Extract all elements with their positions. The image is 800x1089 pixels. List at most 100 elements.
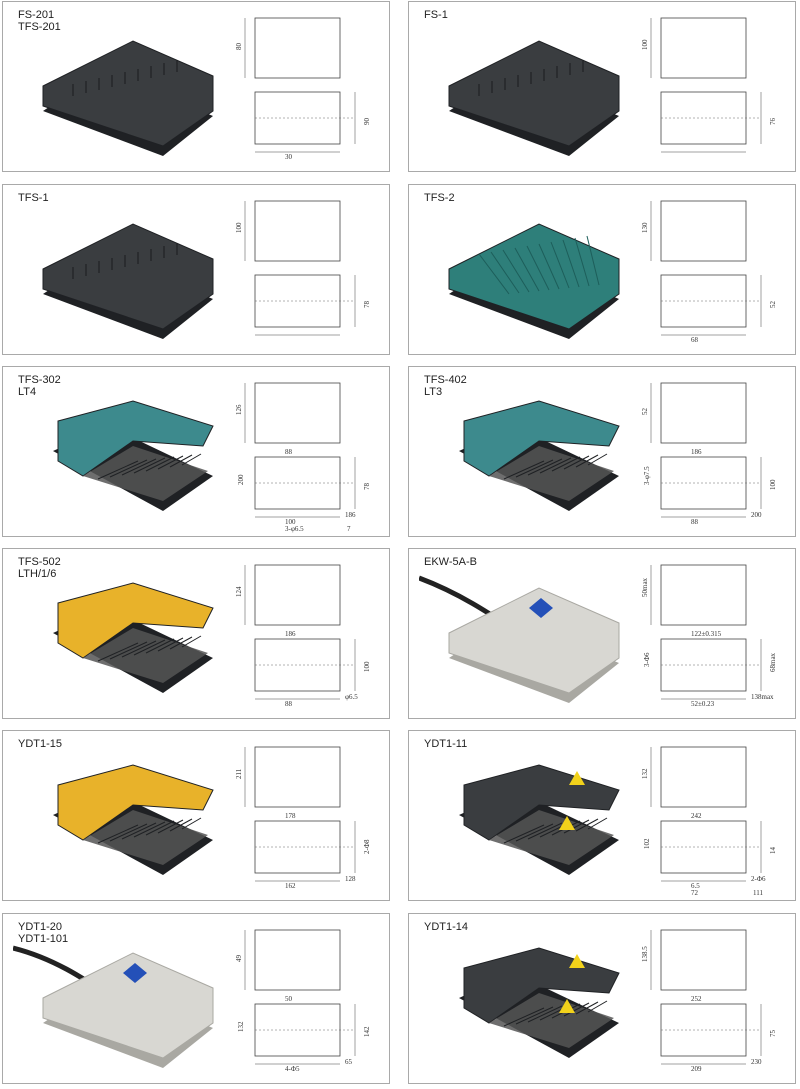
product-model-label: YDT1-11 <box>424 738 468 750</box>
dimension-label: 230 <box>751 1058 762 1066</box>
dimension-drawing: 52 100 88 186 200 3-φ7.5 <box>641 375 791 530</box>
dimension-label: 132 <box>641 768 649 780</box>
dimension-label: 52 <box>769 301 777 308</box>
dimension-label: 3-φ6.5 <box>285 525 304 533</box>
dimension-label: 132 <box>237 1021 245 1033</box>
dimension-label: 68 <box>691 336 698 344</box>
product-model-label: TFS-1 <box>18 192 49 204</box>
product-card: YDT1-14 138.5 75 209 252 230 <box>408 913 796 1084</box>
product-model-label: TFS-502 LTH/1/6 <box>18 556 61 580</box>
dimension-label: 102 <box>643 838 651 850</box>
dimension-label: 3-Φ6 <box>643 652 651 667</box>
dimension-label: 242 <box>691 812 702 820</box>
dimension-label: 2-Φ6 <box>751 875 766 883</box>
dimension-label: 78 <box>363 301 371 308</box>
dimension-label: 100 <box>285 518 296 526</box>
technical-drawing-icon <box>650 200 762 336</box>
dimension-label: 200 <box>751 511 762 519</box>
dimension-label: 88 <box>285 448 292 456</box>
dimension-label: 142 <box>363 1026 371 1038</box>
ribbed-pedal-icon <box>42 223 214 339</box>
dimension-label: 68max <box>769 652 777 672</box>
technical-drawing-icon <box>244 564 356 700</box>
dimension-drawing: 80 90 30 <box>235 10 385 165</box>
technical-drawing-icon <box>244 17 356 153</box>
dimension-label: 80 <box>235 43 243 50</box>
product-card: TFS-1 100 78 <box>2 184 390 355</box>
dimension-label: 209 <box>691 1065 702 1073</box>
dimension-drawing: 138.5 75 209 252 230 <box>641 922 791 1077</box>
product-model-label: TFS-2 <box>424 192 455 204</box>
dimension-label: 30 <box>285 153 292 161</box>
double-heavy-duty-pedal-icon <box>459 947 620 1058</box>
dimension-label: 4-Φ5 <box>285 1065 300 1073</box>
dimension-label: 124 <box>235 586 243 598</box>
dimension-label: 88 <box>285 700 292 708</box>
dimension-label: 100 <box>235 222 243 234</box>
single-pedal-icon <box>42 40 214 156</box>
product-model-label: YDT1-15 <box>18 738 63 750</box>
product-model-label: YDT1-14 <box>424 921 469 933</box>
dimension-label: 6.5 <box>691 882 700 890</box>
dimension-label: 186 <box>691 448 702 456</box>
dimension-label: φ6.5 <box>345 693 358 701</box>
diamond-pedal-icon <box>448 223 620 339</box>
technical-drawing-icon <box>244 746 356 882</box>
technical-drawing-icon <box>650 564 762 700</box>
dimension-label: 100 <box>769 479 777 491</box>
guarded-pedal-icon <box>53 400 214 511</box>
dimension-label: 90 <box>363 118 371 125</box>
dimension-label: 3-φ7.5 <box>643 466 651 485</box>
guarded-pedal-icon <box>459 400 620 511</box>
dimension-label: 111 <box>753 889 763 897</box>
dimension-label: 52±0.23 <box>691 700 715 708</box>
double-corded-pedal-icon <box>13 945 214 1068</box>
technical-drawing-icon <box>244 382 356 518</box>
dimension-label: 88 <box>691 518 698 526</box>
product-model-label: EKW-5A-B <box>424 556 477 568</box>
guarded-pedal-icon <box>53 582 214 693</box>
dimension-label: 252 <box>691 995 702 1003</box>
dimension-label: 186 <box>345 511 356 519</box>
technical-drawing-icon <box>650 746 762 882</box>
product-card: TFS-402 LT3 52 100 88 186 200 3-φ7.5 <box>408 366 796 537</box>
technical-drawing-icon <box>650 382 762 518</box>
dimension-label: 14 <box>769 847 777 854</box>
dimension-label: 178 <box>285 812 296 820</box>
dimension-label: 138.5 <box>641 946 649 962</box>
dimension-label: 75 <box>769 1030 777 1037</box>
product-model-label: FS-201 TFS-201 <box>18 9 61 33</box>
dimension-label: 2-Φ8 <box>363 839 371 854</box>
dimension-label: 50max <box>641 577 649 597</box>
technical-drawing-icon <box>650 17 762 153</box>
dimension-drawing: 100 78 <box>235 193 385 348</box>
single-pedal-icon <box>448 40 620 156</box>
product-model-label: FS-1 <box>424 9 448 21</box>
dimension-label: 52 <box>641 408 649 415</box>
dimension-label: 50 <box>285 995 292 1003</box>
technical-drawing-icon <box>244 200 356 336</box>
product-model-label: TFS-302 LT4 <box>18 374 61 398</box>
double-guarded-pedal-icon <box>53 764 214 875</box>
technical-drawing-icon <box>650 929 762 1065</box>
product-model-label: TFS-402 LT3 <box>424 374 467 398</box>
dimension-label: 78 <box>363 483 371 490</box>
dimension-label: 162 <box>285 882 296 890</box>
dimension-label: 211 <box>235 768 243 779</box>
product-card: FS-201 TFS-201 80 90 30 <box>2 1 390 172</box>
product-model-label: YDT1-20 YDT1-101 <box>18 921 69 945</box>
